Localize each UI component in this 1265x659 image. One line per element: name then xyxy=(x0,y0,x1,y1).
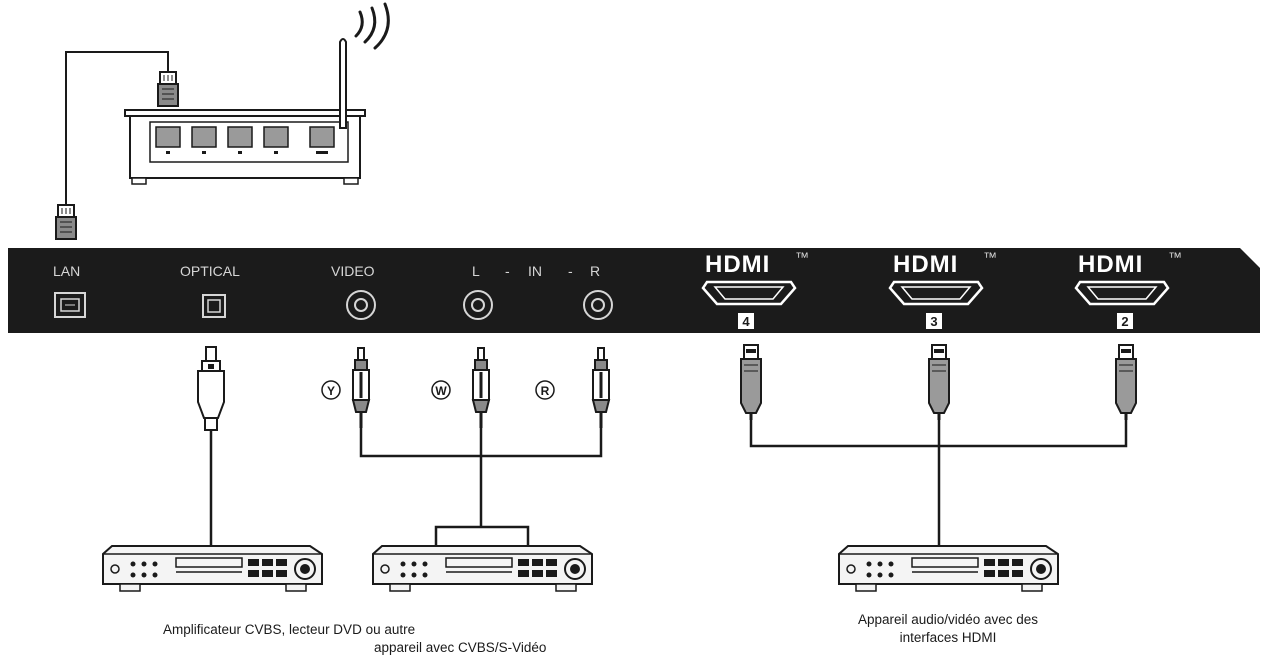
lan-port-icon xyxy=(54,292,86,318)
dvd-player-cvbs xyxy=(372,545,593,592)
red-marker-label: R xyxy=(541,384,550,398)
rca-cables xyxy=(359,428,603,548)
optical-port-icon xyxy=(202,294,226,318)
router xyxy=(124,38,366,185)
rca-plugs xyxy=(351,346,611,430)
rca-port-icons xyxy=(346,290,613,320)
hdmi-port-number: 3 xyxy=(930,314,937,329)
audio-l-label: L xyxy=(472,263,480,279)
hdmi-port-3: HDMI ™ 3 xyxy=(888,249,997,329)
dash-label: - xyxy=(505,263,510,279)
trademark-label: ™ xyxy=(1168,249,1182,265)
wifi-waves-icon xyxy=(354,2,390,50)
hdmi-port-2: HDMI ™ 2 xyxy=(1074,249,1182,329)
hdmi-port-number: 2 xyxy=(1121,314,1128,329)
dash-label: - xyxy=(568,263,573,279)
hdmi-logo-label: HDMI xyxy=(1078,251,1143,278)
hdmi-port-4: HDMI ™ 4 xyxy=(701,249,809,329)
optical-label: OPTICAL xyxy=(180,263,240,279)
white-marker-label: W xyxy=(435,384,447,398)
audio-in-label: IN xyxy=(528,263,542,279)
audio-r-label: R xyxy=(590,263,600,279)
video-label: VIDEO xyxy=(331,263,375,279)
lan-cable xyxy=(55,51,179,240)
hdmi-logo-label: HDMI xyxy=(893,251,958,278)
connector-panel xyxy=(8,248,1260,333)
hdmi-cables xyxy=(749,420,1128,545)
caption-cvbs-line2: appareil avec CVBS/S-Vidéo xyxy=(374,640,547,655)
antenna-icon xyxy=(339,38,347,129)
hdmi-port-number: 4 xyxy=(742,314,750,329)
av-device-hdmi xyxy=(838,545,1059,592)
caption-hdmi-line1: Appareil audio/vidéo avec des xyxy=(857,612,1039,627)
dvd-player-amplifier xyxy=(102,545,323,592)
rca-color-markers: Y W R xyxy=(321,380,555,400)
hdmi-plugs xyxy=(739,343,1138,422)
hdmi-logo-label: HDMI xyxy=(705,251,770,278)
optical-plug-icon xyxy=(197,346,225,431)
caption-hdmi-line2: interfaces HDMI xyxy=(899,630,997,645)
lan-label: LAN xyxy=(53,263,80,279)
caption-cvbs-line1: Amplificateur CVBS, lecteur DVD ou autre xyxy=(163,622,416,637)
panel-port-labels: LAN OPTICAL VIDEO L - IN - R xyxy=(53,263,600,279)
trademark-label: ™ xyxy=(795,249,809,265)
trademark-label: ™ xyxy=(983,249,997,265)
yellow-marker-label: Y xyxy=(327,384,335,398)
